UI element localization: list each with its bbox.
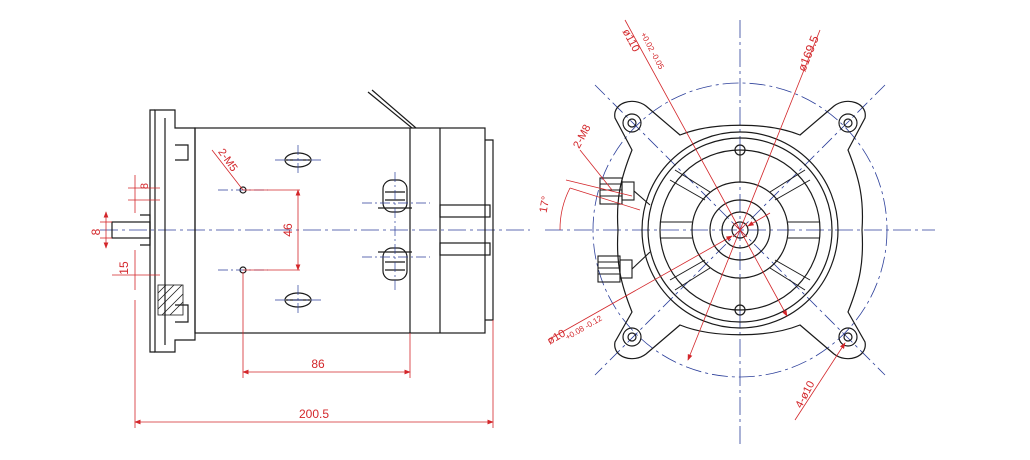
side-dimensions: [100, 149, 494, 428]
mounting-hole-br: [838, 327, 858, 347]
pcd-circle: [592, 82, 888, 378]
dim-15-label: 15: [117, 261, 131, 275]
shaft: [111, 221, 151, 239]
dim-8-label: 8: [89, 228, 103, 235]
radial-ribs: [660, 150, 820, 310]
dim-2m8-label: 2-M8: [571, 123, 593, 151]
dim-d169-5-label: ø169.5: [795, 33, 822, 73]
side-view: [100, 89, 530, 353]
mounting-hole-tr: [838, 113, 858, 133]
dim-2m5-label: 2-M5: [215, 147, 239, 174]
end-terminal-top: [599, 177, 651, 206]
side-dimension-labels: 8 8 15 2-M5 46 86 200.5: [89, 147, 329, 421]
mounting-holes: [622, 113, 858, 347]
dim-d110-label: ø110: [620, 27, 642, 54]
side-aux-centerlines: [218, 145, 430, 315]
mounting-hole-bl: [622, 327, 642, 347]
end-centerlines: [545, 20, 935, 445]
end-dimension-labels: ø110 +0.02 -0.05 ø169.5 2-M8 17° ø10 +0.…: [538, 27, 822, 410]
dim-86-label: 86: [311, 357, 325, 371]
dim-8-small-label: 8: [139, 183, 151, 189]
motor-body: [194, 127, 494, 334]
dim-17deg-label: 17°: [538, 195, 553, 213]
dim-200-5-label: 200.5: [299, 407, 329, 421]
dim-4d10-label: 4-ø10: [793, 379, 817, 410]
end-dimensions: [547, 19, 846, 421]
lead-wire: [367, 89, 417, 129]
mounting-hole-tl: [622, 113, 642, 133]
dim-d110-tol-label: +0.02 -0.05: [639, 31, 666, 72]
dim-46-label: 46: [281, 223, 295, 237]
mounting-flange: [140, 109, 196, 353]
end-terminal-bottom: [597, 251, 651, 283]
end-view: ø110 +0.02 -0.05 ø169.5 2-M8 17° ø10 +0.…: [538, 19, 935, 445]
